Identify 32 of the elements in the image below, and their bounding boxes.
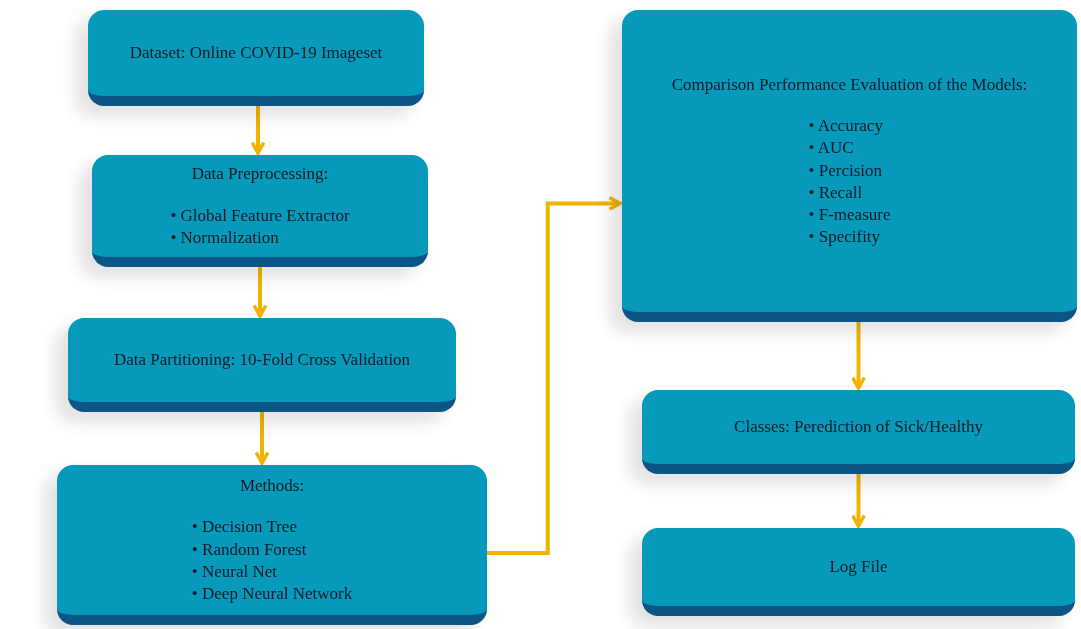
bullet-item: • Recall bbox=[808, 181, 864, 204]
bullet-item: • Deep Neural Network bbox=[191, 582, 353, 605]
box-heading: Dataset: Online COVID-19 Imageset bbox=[129, 42, 383, 64]
arrow bbox=[850, 474, 867, 528]
box-heading: Data Partitioning: 10-Fold Cross Validation bbox=[113, 349, 411, 371]
bullet-item: • Decision Tree bbox=[191, 516, 298, 539]
process-box bbox=[68, 318, 456, 412]
process-box bbox=[57, 465, 487, 625]
arrow bbox=[487, 195, 622, 555]
process-box bbox=[622, 10, 1077, 322]
box-heading: Comparison Performance Evaluation of the Models: bbox=[671, 74, 1028, 96]
bullet-item: • Global Feature Extractor bbox=[170, 204, 350, 227]
box-heading: Methods: bbox=[239, 475, 305, 497]
bullet-item: • Random Forest bbox=[191, 538, 308, 561]
box-heading: Log File bbox=[829, 556, 888, 578]
arrow bbox=[254, 412, 270, 465]
arrow bbox=[252, 267, 268, 318]
process-box bbox=[92, 155, 428, 267]
box-heading: Classes: Perediction of Sick/Healthy bbox=[734, 416, 983, 438]
arrow bbox=[250, 106, 266, 155]
bullet-item: • Percision bbox=[808, 159, 883, 182]
bullet-item: • Normalization bbox=[170, 226, 280, 249]
bullet-item: • Neural Net bbox=[191, 560, 279, 583]
bullet-item: • Accuracy bbox=[808, 115, 884, 138]
box-heading: Data Preprocessing: bbox=[191, 163, 329, 185]
bullet-item: • AUC bbox=[808, 137, 855, 160]
bullet-item: • Specifity bbox=[808, 225, 882, 248]
bullet-item: • F-measure bbox=[808, 203, 891, 226]
arrow bbox=[850, 322, 867, 390]
process-box bbox=[88, 10, 424, 106]
process-box bbox=[642, 390, 1075, 474]
process-box bbox=[642, 528, 1075, 616]
